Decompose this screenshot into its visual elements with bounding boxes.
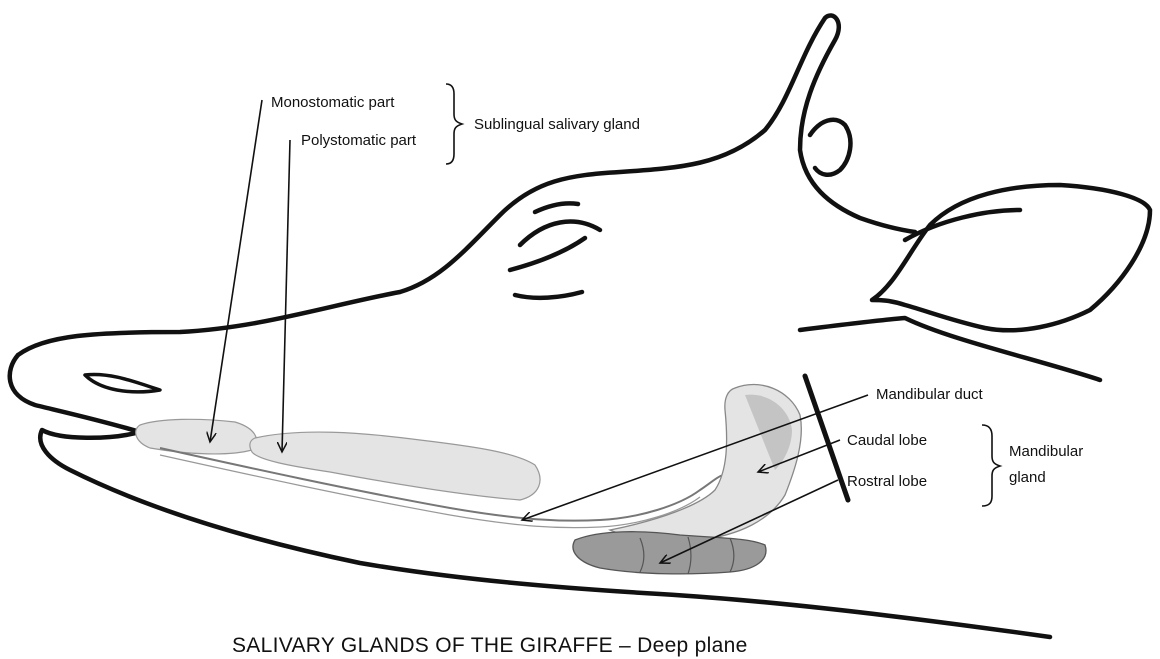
sublingual-gland-label: Sublingual salivary gland (474, 116, 640, 134)
neck-outline (800, 318, 1100, 380)
mandibular-gland-bar (805, 376, 848, 500)
mandibular-gland-label-line2: gland (1009, 469, 1046, 487)
monostomatic-leader (210, 100, 262, 442)
ossicone (810, 120, 850, 175)
nostril (85, 374, 160, 391)
mandibular-gland-brace (982, 425, 1000, 506)
monostomatic-part-shape (136, 419, 257, 454)
ear-outline (872, 185, 1150, 330)
brow-line (535, 203, 578, 212)
rostral-lobe-label: Rostral lobe (847, 473, 927, 491)
sublingual-gland (136, 419, 540, 500)
monostomatic-part-label: Monostomatic part (271, 94, 394, 112)
head-upper-outline (18, 15, 915, 355)
eye-underline (515, 292, 582, 298)
polystomatic-part-label: Polystomatic part (301, 132, 416, 150)
mandibular-gland-label-line1: Mandibular (1009, 443, 1083, 461)
caudal-lobe-label: Caudal lobe (847, 432, 927, 450)
polystomatic-part-shape (250, 432, 540, 500)
mandibular-duct-label: Mandibular duct (876, 386, 983, 404)
mandibular-gland-rostral-lobe (573, 532, 766, 574)
mandibular-duct-leader (522, 395, 868, 520)
eye-upper-lid (520, 222, 600, 245)
sublingual-brace (446, 84, 462, 164)
diagram-title: SALIVARY GLANDS OF THE GIRAFFE – Deep pl… (232, 634, 748, 658)
polystomatic-leader (282, 140, 290, 452)
